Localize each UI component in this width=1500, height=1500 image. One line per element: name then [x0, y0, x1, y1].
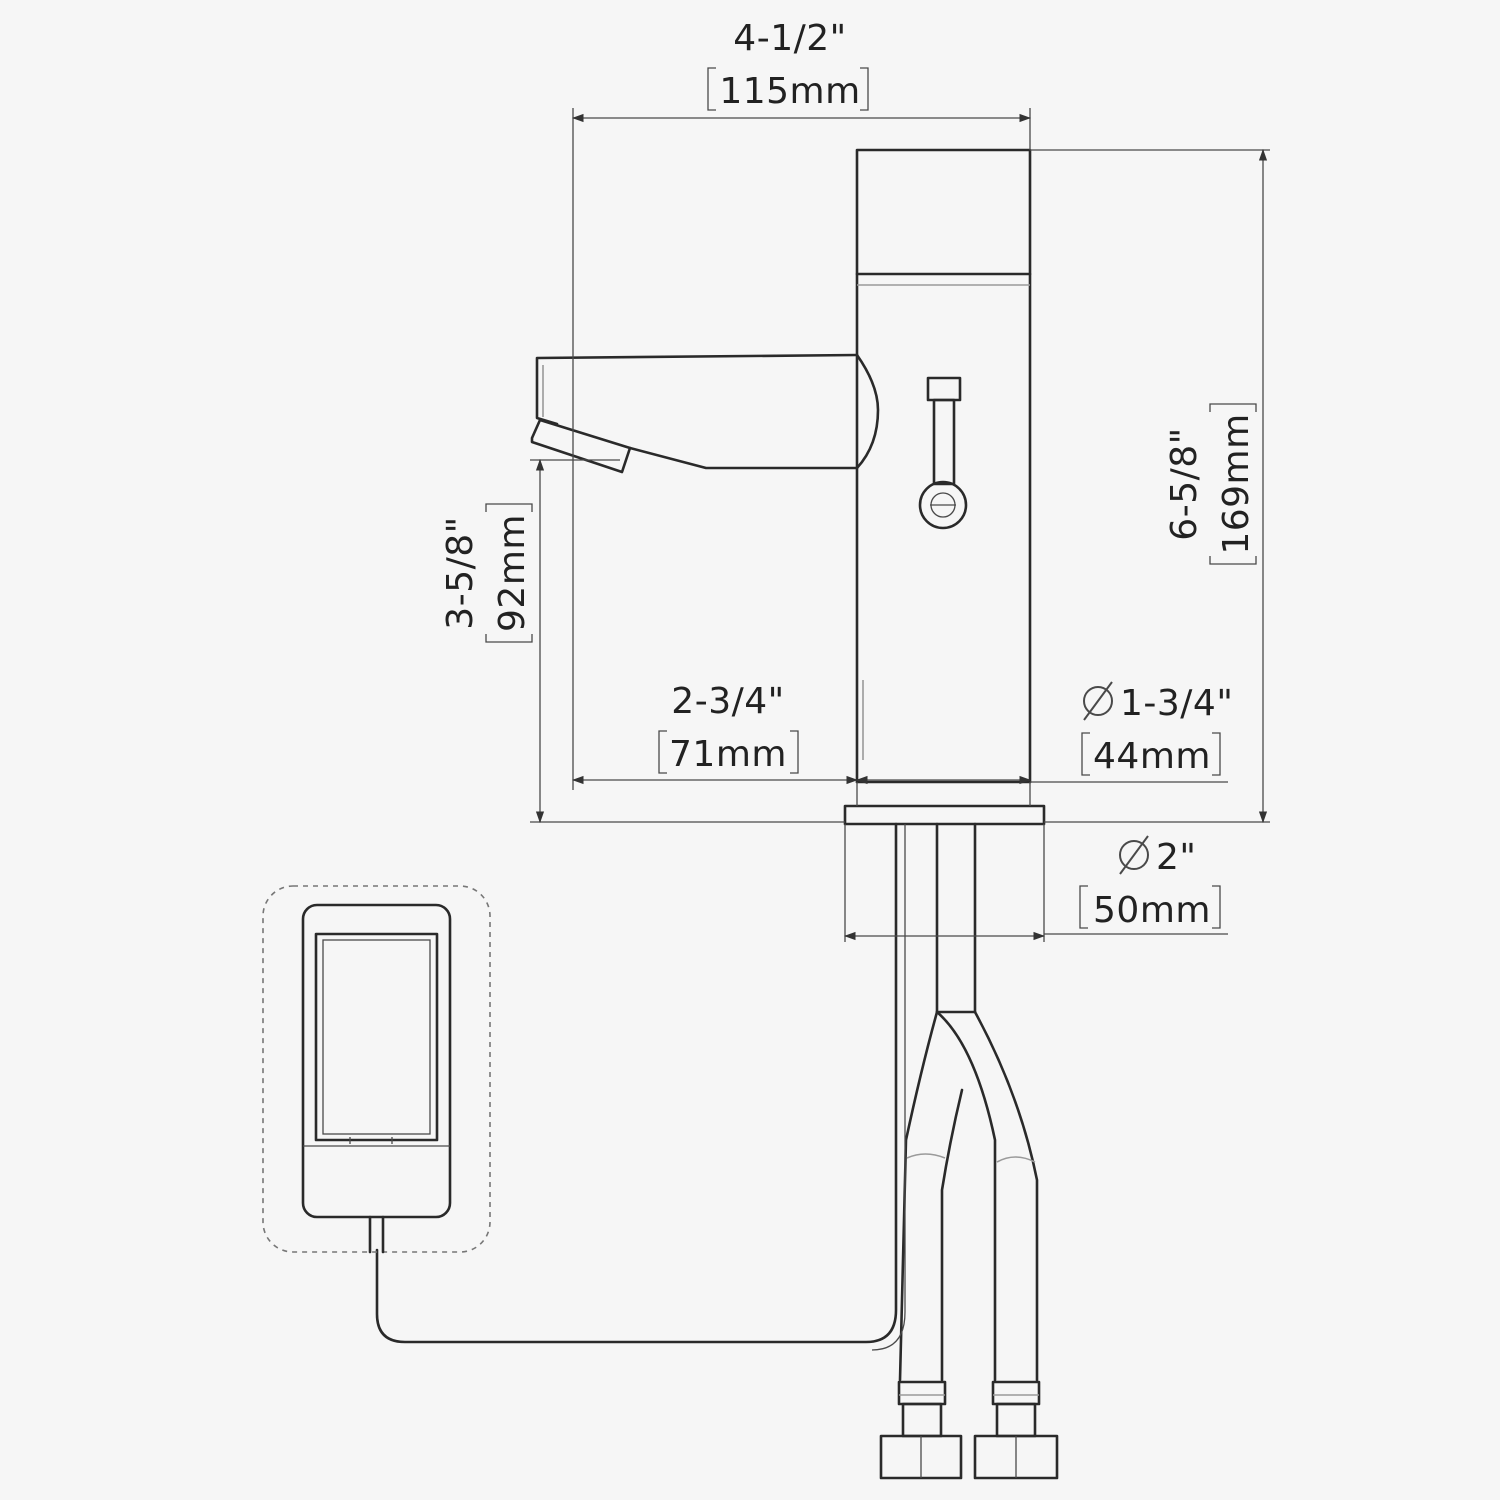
diameter-symbol-icon: [1083, 681, 1113, 721]
body-diameter-imperial: 1-3/4": [1120, 683, 1233, 724]
overall-width-metric: 115mm: [719, 71, 860, 112]
sensor-lever: [918, 376, 968, 530]
body-diameter-metric: 44mm: [1093, 736, 1211, 777]
overall-height-metric: 169mm: [1216, 413, 1257, 554]
spout: [530, 353, 880, 474]
control-box: [262, 885, 491, 1254]
dimension-spout-reach: 2-3/4" 71mm: [571, 681, 859, 785]
spout-height-metric: 92mm: [492, 514, 533, 632]
base-diameter-metric: 50mm: [1093, 890, 1211, 931]
sensor-cable: [375, 822, 906, 1351]
dimension-base-diameter: 2" 50mm: [843, 824, 1228, 942]
faucet-body: [855, 148, 1032, 784]
spout-reach-metric: 71mm: [669, 734, 787, 775]
overall-height-imperial: 6-5/8": [1164, 427, 1205, 540]
base-diameter-imperial: 2": [1156, 837, 1196, 878]
dimension-body-diameter: 1-3/4" 44mm: [855, 681, 1233, 785]
dimension-overall-width: 4-1/2" 115mm: [571, 18, 1032, 790]
dimension-overall-height: 6-5/8" 169mm: [1030, 148, 1270, 824]
base-plate: [843, 782, 1046, 826]
diameter-symbol-icon: [1119, 835, 1149, 875]
spout-reach-imperial: 2-3/4": [671, 681, 784, 722]
supply-hoses: [879, 822, 1059, 1480]
spout-height-imperial: 3-5/8": [440, 516, 481, 629]
dimension-spout-height: 3-5/8" 92mm: [440, 458, 845, 824]
overall-width-imperial: 4-1/2": [733, 18, 846, 59]
